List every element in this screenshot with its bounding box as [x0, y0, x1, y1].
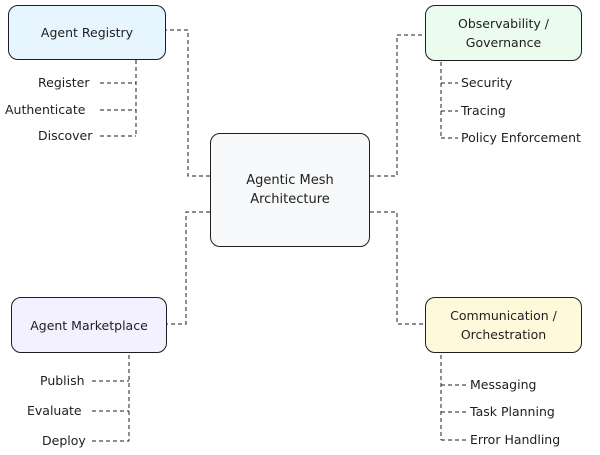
connector-center-observability [370, 34, 425, 177]
center-node[interactable]: Agentic Mesh Architecture [210, 133, 370, 247]
communication-item-messaging: Messaging [470, 377, 537, 392]
communication-item-error-handling: Error Handling [470, 432, 561, 447]
marketplace-item-publish: Publish [40, 373, 85, 388]
connector-center-marketplace [167, 211, 210, 325]
marketplace-item-deploy: Deploy [42, 433, 86, 448]
observability-item-policy-enforcement: Policy Enforcement [461, 130, 581, 145]
communication-item-task-planning: Task Planning [470, 404, 555, 419]
communication-orchestration-node[interactable]: Communication / Orchestration [425, 297, 582, 353]
observability-governance-node[interactable]: Observability / Governance [425, 5, 582, 61]
connector-center-registry [166, 29, 210, 177]
registry-item-discover: Discover [38, 128, 93, 143]
marketplace-item-evaluate: Evaluate [27, 403, 82, 418]
observability-item-security: Security [461, 75, 513, 90]
registry-item-register: Register [38, 75, 90, 90]
agent-registry-node[interactable]: Agent Registry [8, 5, 166, 60]
connector-center-communication [370, 211, 425, 325]
observability-item-tracing: Tracing [461, 103, 506, 118]
registry-item-authenticate: Authenticate [5, 102, 86, 117]
agent-marketplace-node[interactable]: Agent Marketplace [11, 297, 167, 353]
